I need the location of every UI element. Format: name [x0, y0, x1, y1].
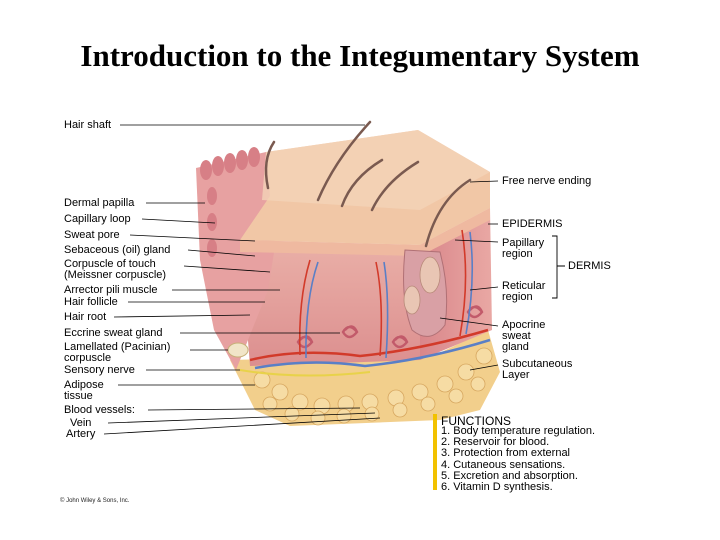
label-arrector-pili: Arrector pili muscle — [64, 284, 158, 296]
subcutaneous-block — [230, 330, 500, 426]
dermal-papillae — [200, 147, 260, 257]
label-apocrine-sweat-gland: Apocrine sweat gland — [502, 319, 546, 353]
page-title: Introduction to the Integumentary System — [80, 38, 640, 73]
label-free-nerve-ending: Free nerve ending — [502, 175, 592, 187]
label-lamellated-corpuscle: Lamellated (Pacinian) corpuscle — [64, 341, 171, 364]
label-dermal-papilla: Dermal papilla — [64, 197, 135, 209]
functions-heading: FUNCTIONS — [441, 414, 511, 428]
function-item: 1. Body temperature regulation. — [441, 425, 596, 437]
label-epidermis: EPIDERMIS — [502, 218, 563, 230]
label-sebaceous-gland: Sebaceous (oil) gland — [64, 244, 171, 256]
label-hair-shaft: Hair shaft — [64, 119, 112, 131]
functions-list: 1. Body temperature regulation. 2. Reser… — [441, 425, 596, 494]
label-eccrine-sweat-gland: Eccrine sweat gland — [64, 327, 163, 339]
label-dermis: DERMIS — [568, 260, 611, 272]
pacinian-corpuscle — [227, 342, 249, 358]
label-artery: Artery — [66, 428, 96, 440]
leader-lines — [103, 124, 499, 435]
dermis-bracket — [552, 235, 565, 299]
function-item: 5. Excretion and absorption. — [441, 469, 578, 482]
label-hair-root: Hair root — [64, 311, 107, 323]
label-blood-vessels: Blood vessels: — [64, 404, 135, 416]
function-item: 3. Protection from external — [441, 447, 571, 460]
label-corpuscle-of-touch: Corpuscle of touch (Meissner corpuscle) — [64, 258, 167, 281]
eccrine-sweat-glands — [296, 305, 484, 349]
label-capillary-loop: Capillary loop — [64, 213, 131, 225]
label-adipose-tissue: Adipose tissue — [64, 379, 104, 402]
label-reticular-region: Reticular region — [502, 280, 546, 303]
function-item: 6. Vitamin D synthesis. — [441, 481, 553, 494]
function-item: 2. Reservoir for blood. — [441, 436, 550, 449]
hair-shafts — [264, 120, 472, 248]
function-item: 4. Cutaneous sensations. — [441, 458, 566, 471]
label-hair-follicle: Hair follicle — [64, 296, 118, 308]
blood-vessels — [249, 229, 491, 370]
label-sweat-pore: Sweat pore — [64, 229, 120, 241]
label-papillary-region: Papillary region — [502, 237, 545, 260]
copyright-credit: © John Wiley & Sons, Inc. — [60, 498, 130, 504]
label-subcutaneous-layer: Subcutaneous Layer — [502, 358, 573, 381]
label-sensory-nerve: Sensory nerve — [64, 364, 135, 376]
dermis-front — [240, 240, 420, 366]
functions-accent-bar — [433, 414, 437, 490]
label-vein: Vein — [70, 417, 92, 429]
sensory-nerve-path — [239, 369, 371, 377]
